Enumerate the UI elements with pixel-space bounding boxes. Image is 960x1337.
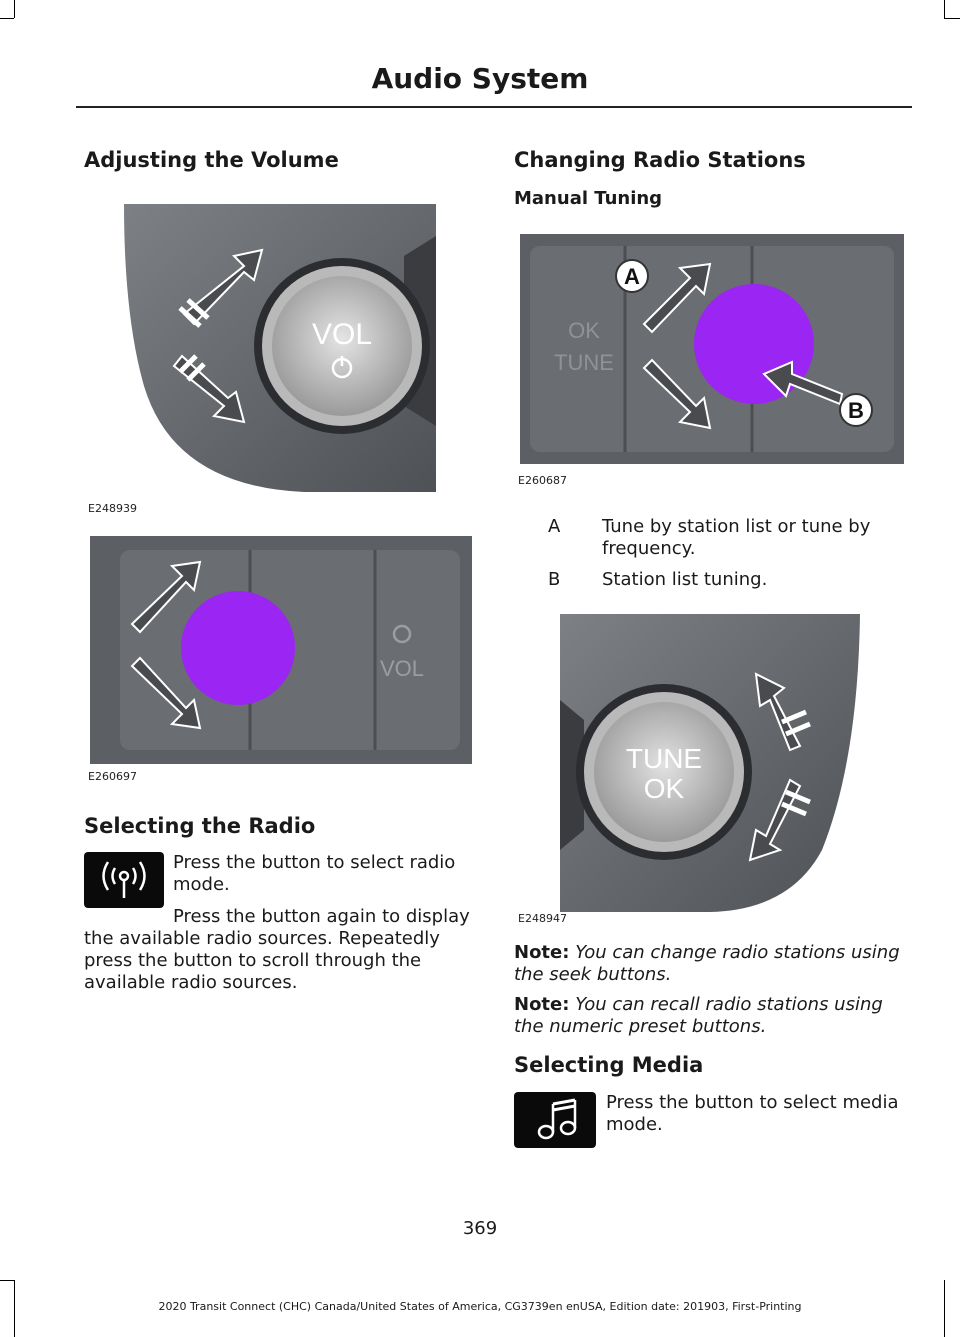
page-number: 369 [462,1218,498,1239]
list-key: A [548,516,561,537]
figure-tuning-panel: OK TUNE A B [520,234,904,464]
list-item-text: Tune by station list or tune by frequenc… [602,516,871,559]
volume-heading: Adjusting the Volume [84,148,339,172]
crop-mark [0,1280,14,1281]
note-preset: Note: You can recall radio stations usin… [514,994,906,1038]
figure-volume-panel: VOL [90,536,472,764]
figure-code: E248947 [518,912,567,925]
list-item-text: Station list tuning. [602,569,768,590]
changing-stations-heading: Changing Radio Stations [514,148,806,172]
page-title: Audio System [371,62,589,95]
crop-mark [14,0,15,18]
note-label: Note: [514,994,570,1015]
volume-panel-illustration: VOL [120,550,460,750]
figure-code: E260697 [88,770,137,783]
vol-label: VOL [380,656,424,681]
crop-mark [0,18,14,19]
edition-info: 2020 Transit Connect (CHC) Canada/United… [158,1300,802,1313]
radio-paragraph-2a: Press the button again to display [173,906,470,927]
figure-tune-knob: TUNE OK [560,610,864,916]
note-label: Note: [514,942,570,963]
callout-a: A [624,264,640,289]
tune-knob-label: TUNE [626,743,702,774]
crop-mark [944,18,960,19]
volume-knob-illustration: VOL [124,204,436,492]
music-note-icon [514,1092,596,1148]
media-paragraph: Press the button to select media mode. [606,1092,899,1135]
ok-knob-label: OK [644,773,685,804]
figure-volume-knob: VOL [84,196,472,496]
highlight-circle [181,591,295,705]
note-seek: Note: You can change radio stations usin… [514,942,906,986]
ok-label: OK [568,318,600,343]
radio-paragraph-2b: the available radio sources. Repeatedly … [84,928,440,993]
callout-b: B [848,398,864,423]
manual-tuning-heading: Manual Tuning [514,188,663,209]
note-text: You can recall radio stations using the … [514,994,883,1037]
header-divider [76,106,912,108]
vol-knob-label: VOL [312,318,372,351]
crop-mark [944,1280,945,1337]
media-heading: Selecting Media [514,1053,704,1077]
note-text: You can change radio stations using the … [514,942,900,985]
crop-mark [14,1280,15,1337]
list-key: B [548,569,561,590]
crop-mark [944,0,945,18]
figure-code: E248939 [88,502,137,515]
tune-label: TUNE [554,350,614,375]
tune-knob-illustration: TUNE OK [560,614,860,912]
figure-code: E260687 [518,474,567,487]
tuning-panel-illustration: OK TUNE A B [530,246,894,452]
radio-heading: Selecting the Radio [84,814,316,838]
radio-paragraph-1: Press the button to select radio mode. [173,852,456,895]
radio-button-icon [84,852,164,908]
